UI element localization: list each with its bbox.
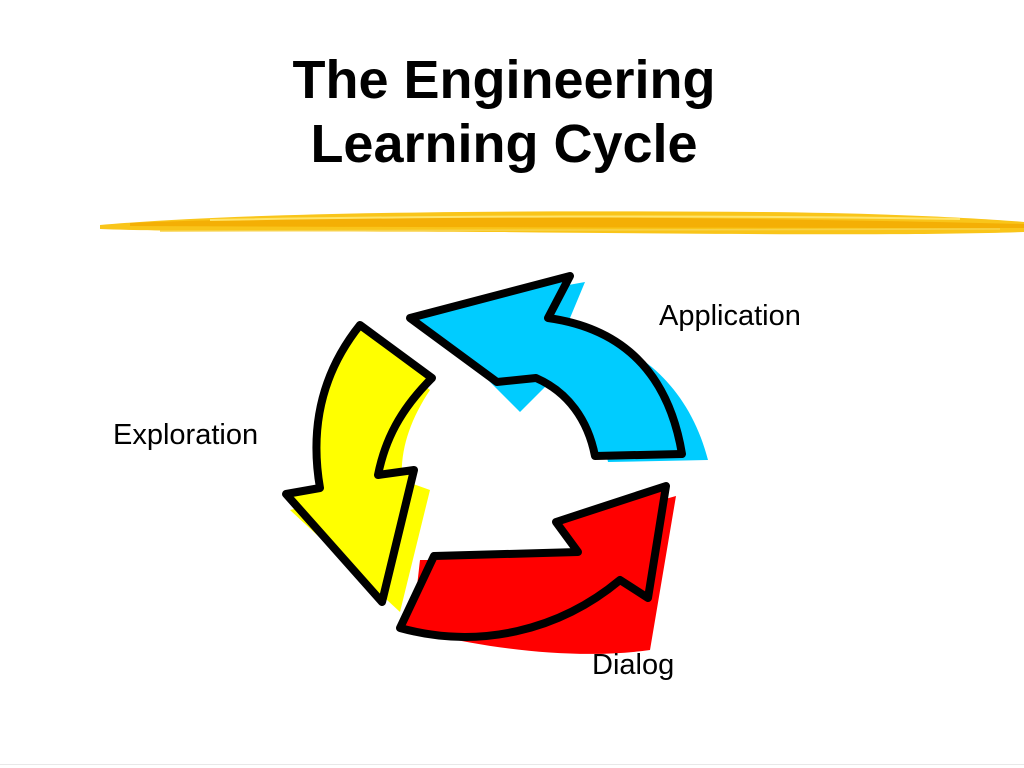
stage-label-exploration: Exploration [113, 419, 259, 451]
bottom-divider [0, 764, 1024, 765]
title-line-2: Learning Cycle [310, 114, 698, 174]
title-line-1: The Engineering [292, 50, 716, 110]
exploration-arrow [282, 321, 436, 612]
stage-label-dialog: Dialog [592, 649, 675, 681]
yellow-brush-stroke [100, 211, 1024, 235]
stage-label-application: Application [659, 300, 801, 332]
application-arrow [406, 272, 708, 462]
exploration-arrow-body [282, 321, 436, 606]
dialog-arrow-body [396, 482, 670, 641]
dialog-arrow [396, 482, 676, 654]
application-arrow-body [406, 272, 686, 460]
slide-title: The Engineering Learning Cycle [0, 48, 1008, 176]
